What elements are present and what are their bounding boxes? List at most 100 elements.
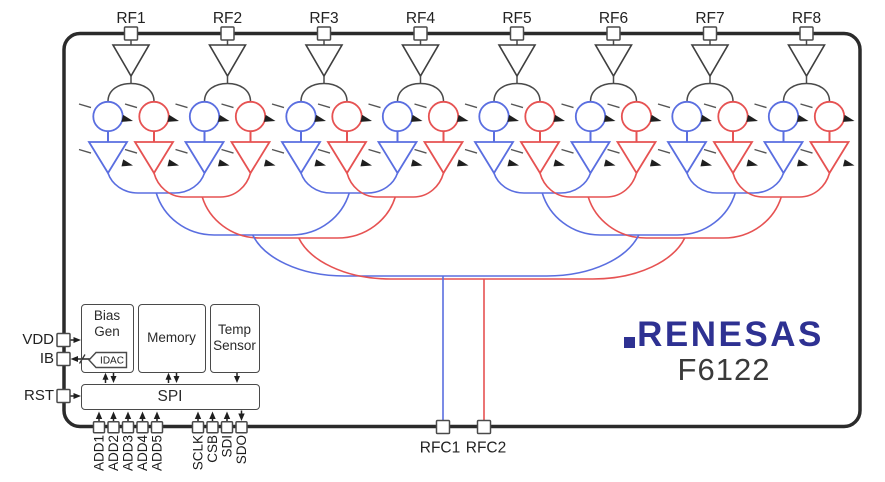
splitter-arc (589, 82, 638, 102)
io-pin (220, 421, 234, 434)
var-arrow-tail (657, 103, 671, 109)
rf-pin (702, 26, 718, 41)
spi-dn-arrow (110, 376, 117, 383)
var-arrow-head (263, 114, 276, 122)
var-arrow-tail (464, 103, 478, 109)
vga (229, 141, 272, 175)
phase-shifter (524, 100, 556, 133)
rf-pin (413, 26, 428, 41)
bias-gen-block: Bias Gen (80, 304, 134, 373)
input-amp (401, 44, 440, 78)
var-arrow-tail (510, 103, 524, 109)
rf-input-label: RF7 (695, 10, 724, 27)
io-pin (150, 421, 164, 434)
var-arrow-head (360, 159, 372, 167)
phase-shifter (671, 100, 703, 133)
var-arrow-head (314, 114, 326, 122)
vga (615, 141, 658, 175)
var-arrow-head (746, 159, 758, 167)
var-arrow-head (121, 159, 133, 167)
io-pin-label: ADD5 (150, 435, 165, 471)
part-number: F6122 (677, 352, 771, 387)
rfc2-label: RFC2 (466, 440, 506, 457)
var-arrow-tail (124, 103, 138, 109)
io-pin (107, 421, 120, 434)
io-pin (206, 421, 219, 434)
var-arrow-head (796, 114, 809, 122)
rf-input-label: RF8 (792, 10, 821, 27)
rst-pin (56, 388, 71, 404)
brand-name: RENESAS (637, 315, 824, 354)
rf-input-label: RF2 (213, 10, 242, 27)
var-arrow-tail (221, 148, 234, 154)
vga (666, 141, 708, 175)
vga (280, 141, 322, 175)
var-arrow-tail (368, 103, 381, 109)
vga (519, 141, 561, 175)
io-in-arrow (209, 411, 216, 419)
splitter-arc (107, 82, 155, 102)
var-arrow-head (603, 114, 616, 122)
rf-input-label: RF6 (599, 10, 628, 27)
io-pin (121, 421, 135, 434)
vga (808, 141, 851, 175)
ib-pin (56, 351, 71, 367)
var-arrow-tail (271, 148, 285, 154)
var-arrow-head (603, 159, 616, 167)
var-arrow-tail (703, 103, 717, 109)
var-arrow-tail (510, 148, 524, 154)
splitter-arc (493, 82, 541, 102)
splitter-arc (300, 82, 348, 102)
combiner-l1-beam1 (300, 172, 399, 194)
rf-input-label: RF1 (116, 10, 145, 27)
logo-square-icon (624, 337, 636, 348)
var-arrow-tail (607, 148, 620, 154)
phase-shifter (381, 100, 414, 133)
memory-label: Memory (147, 330, 196, 346)
var-arrow-tail (221, 103, 234, 109)
spi-dn-arrow (234, 376, 240, 383)
io-pin-label: ADD3 (121, 435, 136, 471)
var-arrow-head (842, 114, 855, 122)
memory-block: Memory (137, 304, 206, 373)
io-out-arrow (238, 413, 245, 421)
pin-label-ib: IB (39, 350, 54, 367)
rf-pin (799, 26, 814, 41)
var-arrow-tail (78, 103, 92, 109)
spi-label: SPI (157, 387, 183, 405)
phase-shifter (717, 100, 749, 133)
vga (762, 141, 805, 175)
var-arrow-head (410, 159, 423, 167)
vga (87, 141, 129, 175)
var-arrow-head (553, 159, 565, 167)
brand-logo: RENESAS F6122 (597, 317, 851, 386)
combiner-l3-beam1 (252, 234, 640, 277)
rfc1-label: RFC1 (420, 440, 460, 457)
io-in-arrow (124, 411, 132, 419)
var-arrow-tail (414, 148, 427, 154)
var-arrow-tail (607, 103, 620, 109)
var-arrow-tail (317, 103, 331, 109)
io-pin-label: CSB (205, 435, 220, 463)
io-in-arrow (139, 411, 146, 419)
phase-shifter (92, 100, 124, 133)
input-amp (690, 44, 730, 78)
io-pin-label: ADD2 (106, 435, 121, 471)
rf-pin (606, 26, 621, 41)
chip-outline (62, 31, 862, 429)
io-pin-label: SDI (220, 435, 235, 458)
var-arrow-head (360, 114, 372, 122)
var-arrow-head (167, 114, 179, 122)
var-arrow-head (456, 114, 469, 122)
rf-input-label: RF4 (406, 10, 436, 27)
combiner-l1-beam1 (686, 172, 785, 194)
var-arrow-head (167, 159, 179, 167)
var-arrow-head (553, 114, 565, 122)
var-arrow-head (410, 114, 423, 122)
idac-block (88, 351, 128, 369)
rf-input-label: RF5 (502, 10, 531, 27)
vga (376, 141, 419, 175)
var-arrow-head (456, 159, 469, 167)
phase-shifter (138, 100, 170, 133)
vdd-arrow (73, 337, 81, 343)
